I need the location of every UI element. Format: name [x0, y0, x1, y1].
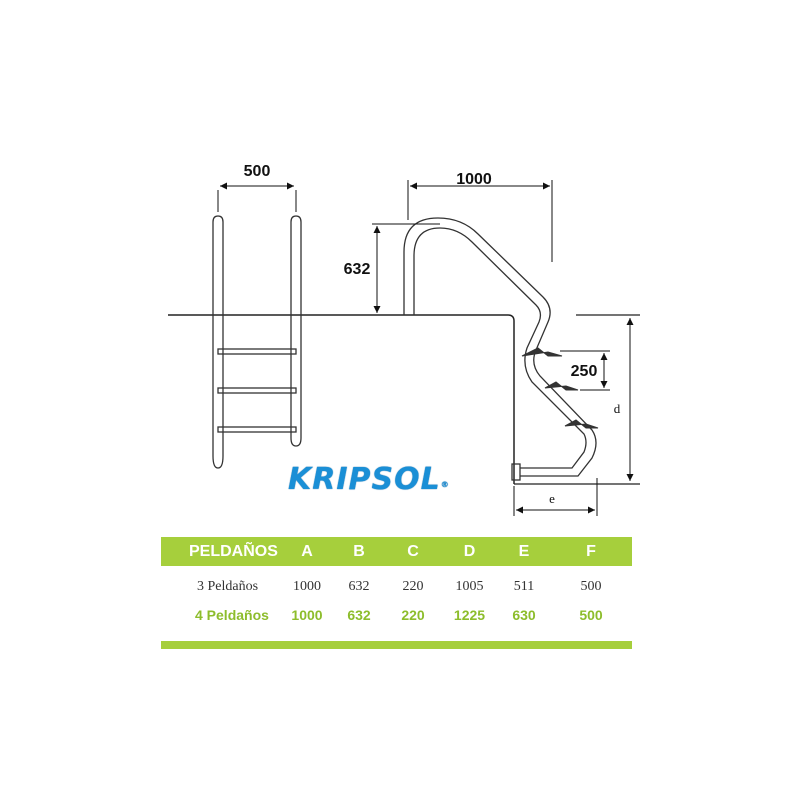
cell-d: 1005	[455, 579, 484, 594]
header-c: C	[385, 537, 441, 566]
handrail-side-view	[403, 217, 597, 481]
dim-handrail-height: 632	[344, 261, 371, 278]
kripsol-logo: KRIPSOL®	[288, 462, 449, 497]
dim-depth: d	[614, 401, 621, 416]
header-d: D	[441, 537, 498, 566]
cell-e: 630	[512, 607, 536, 623]
header-a: A	[281, 537, 333, 566]
ladder-front-view	[212, 215, 302, 469]
pool-ladder-diagram: 500 1000 632 250 d e	[168, 163, 640, 516]
row-label: 3 Peldaños	[197, 579, 259, 594]
cell-d: 1225	[453, 607, 486, 623]
dim-step-spacing: 250	[571, 363, 598, 380]
table-row: 3 Peldaños 1000 632 220 1005 511 500	[161, 566, 632, 601]
header-b: B	[333, 537, 385, 566]
table-row: 4 Peldaños 1000 632 220 1225 630 500	[161, 601, 632, 629]
row-label: 4 Peldaños	[195, 607, 269, 623]
cell-a: 1000	[291, 607, 323, 623]
cell-a: 1000	[293, 579, 321, 594]
header-f: F	[550, 537, 632, 566]
pool-wall	[408, 314, 515, 484]
cell-c: 220	[402, 579, 424, 594]
dim-ladder-width: 500	[244, 163, 271, 180]
header-e: E	[498, 537, 550, 566]
step-treads	[521, 347, 599, 429]
table-header-row: PELDAÑOS A B C D E F	[161, 537, 632, 566]
dim-handrail-reach: 1000	[456, 171, 492, 188]
header-peldanos: PELDAÑOS	[161, 537, 281, 566]
cell-f: 500	[580, 579, 602, 594]
cell-b: 632	[348, 579, 370, 594]
cell-b: 632	[347, 607, 371, 623]
dim-offset: e	[549, 491, 555, 506]
table-bottom-bar	[161, 641, 632, 649]
cell-e: 511	[513, 579, 535, 594]
cell-c: 220	[401, 607, 425, 623]
cell-f: 500	[579, 607, 603, 623]
spec-table: PELDAÑOS A B C D E F 3 Peldaños 1000 632…	[161, 537, 632, 629]
